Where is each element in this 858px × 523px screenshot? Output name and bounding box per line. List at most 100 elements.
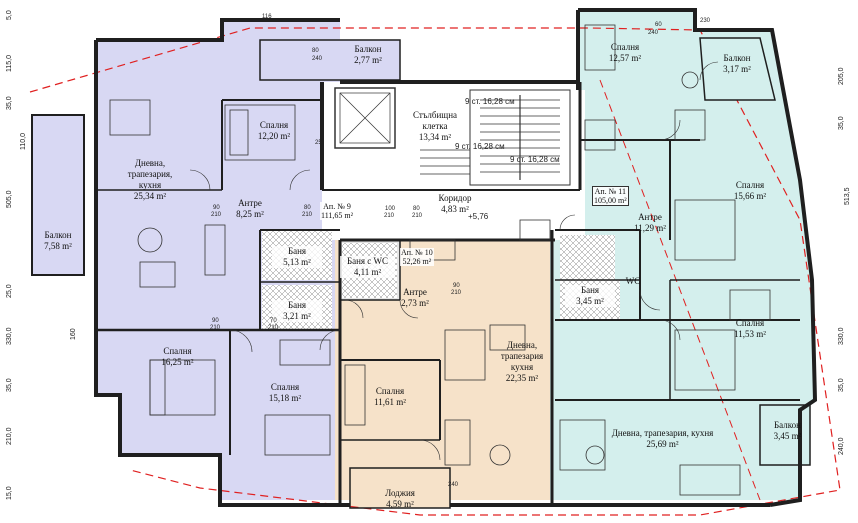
bedroom-c-label: Спалня 15,18 m²	[255, 382, 315, 404]
bedroom-r2-area: 11,53 m²	[734, 329, 766, 339]
door-dim-14: 240	[448, 482, 459, 488]
door-dim-13: 210	[451, 290, 462, 296]
corridor-label: Коридор 4,83 m²	[430, 193, 480, 215]
wc-mid-label: Баня с WC 4,11 m²	[340, 256, 395, 278]
balcony-tr-area: 3,17 m²	[723, 64, 751, 74]
hall-left-name: Антре	[238, 198, 262, 208]
living-left-line1: Дневна,	[134, 158, 166, 168]
bath-1-name: Баня	[287, 246, 307, 256]
balcony-left-name: Балкон	[44, 230, 72, 240]
property-boundary	[29, 27, 841, 516]
dim-left-8: 35,0	[6, 378, 13, 392]
hall-right-name: Антре	[638, 212, 662, 222]
balcony-left-label: Балкон 7,58 m²	[33, 230, 83, 252]
bedroom-a-label: Спалня 12,20 m²	[244, 120, 304, 142]
hall-mid-name: Антре	[403, 287, 427, 297]
door-dim-1: 210	[211, 212, 222, 218]
loggia-outline	[349, 467, 451, 509]
bath-2-area: 3,21 m²	[283, 311, 311, 321]
bath-r-tiles	[560, 235, 615, 280]
balcony-br-name: Балкон	[774, 420, 801, 430]
bedroom-tr-area: 12,57 m²	[608, 53, 642, 63]
bedroom-mid-label: Спалня 11,61 m²	[360, 386, 420, 408]
living-left-line3: кухня	[138, 180, 162, 190]
dim-right-4: 35,0	[838, 378, 845, 392]
wc-mid-name: Баня с WC	[346, 256, 389, 266]
living-mid-line1: Дневна,	[506, 340, 538, 350]
dim-top-4: 60	[655, 22, 662, 28]
loggia-fill	[350, 468, 450, 508]
hall-right-area: 11,29 m²	[634, 223, 666, 233]
dim-top-5: 230	[700, 18, 711, 24]
stair-area: 13,34 m²	[418, 132, 452, 142]
bedroom-b-name: Спалня	[163, 346, 192, 356]
bedroom-c-area: 15,18 m²	[268, 393, 302, 403]
apt-10-name: Ап. № 10	[401, 248, 433, 257]
door-dim-6: 70	[270, 318, 277, 324]
balcony-tr-outline	[699, 37, 776, 101]
hall-mid-label: Антре 2,73 m²	[395, 287, 435, 309]
balcony-top-fill	[260, 40, 400, 80]
door-swings	[189, 61, 719, 461]
stair-core	[322, 85, 580, 240]
bath-1-label: Баня 5,13 m²	[272, 246, 322, 268]
bath-r-label: Баня 3,45 m²	[565, 285, 615, 307]
dim-right-3: 330,0	[838, 327, 845, 345]
wc-r-label: WC	[618, 276, 648, 287]
balcony-top-name: Балкон	[354, 44, 382, 54]
bedroom-r1-label: Спалня 15,66 m²	[720, 180, 780, 202]
bedroom-r2-name: Спалня	[735, 318, 765, 328]
bedroom-tr-name: Спалня	[610, 42, 640, 52]
door-dim-7: 210	[268, 325, 279, 331]
wc-r-name: WC	[625, 276, 641, 286]
door-dim-11: 210	[412, 213, 423, 219]
wc-mid-area: 4,11 m²	[353, 267, 382, 277]
level-mark: +5,76	[468, 212, 489, 221]
dim-top-1: 240	[312, 56, 323, 62]
steps-1-label: 9 ст. 16,28 см	[465, 97, 515, 106]
door-dim-9: 210	[384, 213, 395, 219]
dim-left-3: 110,0	[20, 133, 27, 150]
living-right-label: Дневна, трапезария, кухня 25,69 m²	[600, 428, 725, 450]
dim-right-0: 205,0	[838, 67, 845, 85]
dim-right-5: 240,0	[838, 437, 845, 455]
apt-11-name: Ап. № 11	[594, 187, 627, 196]
balcony-left-outline	[31, 114, 85, 276]
bath-r-area: 3,45 m²	[576, 296, 604, 306]
steps-2-label: 9 ст. 16,28 см	[455, 142, 505, 151]
steps-3-label: 9 ст. 16,28 см	[510, 155, 560, 164]
balcony-tr-name: Балкон	[723, 53, 751, 63]
bedroom-b-label: Спалня 16,25 m²	[150, 346, 205, 368]
bedroom-r1-area: 15,66 m²	[733, 191, 767, 201]
bedroom-a-area: 12,20 m²	[257, 131, 291, 141]
apartment-9-fill	[96, 20, 342, 500]
property-boundary-2	[599, 79, 761, 501]
dim-top-6: 25	[315, 140, 322, 146]
bedroom-r1-name: Спалня	[735, 180, 765, 190]
dim-left-10: 15,0	[6, 486, 13, 500]
hall-mid-area: 2,73 m²	[401, 298, 429, 308]
living-mid-area: 22,35 m²	[505, 373, 539, 383]
bath-r-name: Баня	[580, 285, 600, 295]
door-dim-2: 80	[304, 205, 311, 211]
bath-2-name: Баня	[287, 300, 307, 310]
bedroom-b-area: 16,25 m²	[161, 357, 194, 367]
dim-top-0: 116	[262, 14, 272, 20]
hall-right-label: Антре 11,29 m²	[620, 212, 680, 234]
dim-right-2: 513,5	[844, 187, 851, 205]
bedroom-mid-name: Спалня	[375, 386, 405, 396]
corridor-area: 4,83 m²	[441, 204, 469, 214]
apt-10-label: Ап. № 10 52,26 m²	[400, 248, 434, 266]
living-left-line2: трапезария,	[127, 169, 173, 179]
dim-left-5: 25,0	[6, 284, 13, 298]
dim-left-0: 5,0	[6, 10, 13, 20]
apartment-11-fill	[550, 10, 815, 500]
apt-9-area: 111,65 m²	[321, 211, 354, 220]
bedroom-c-name: Спалня	[270, 382, 300, 392]
furniture	[109, 24, 771, 496]
hall-left-label: Антре 8,25 m²	[225, 198, 275, 220]
balcony-left-fill	[32, 115, 84, 275]
bedroom-tr-label: Спалня 12,57 m²	[595, 42, 655, 64]
dim-left-9: 210,0	[6, 427, 13, 445]
